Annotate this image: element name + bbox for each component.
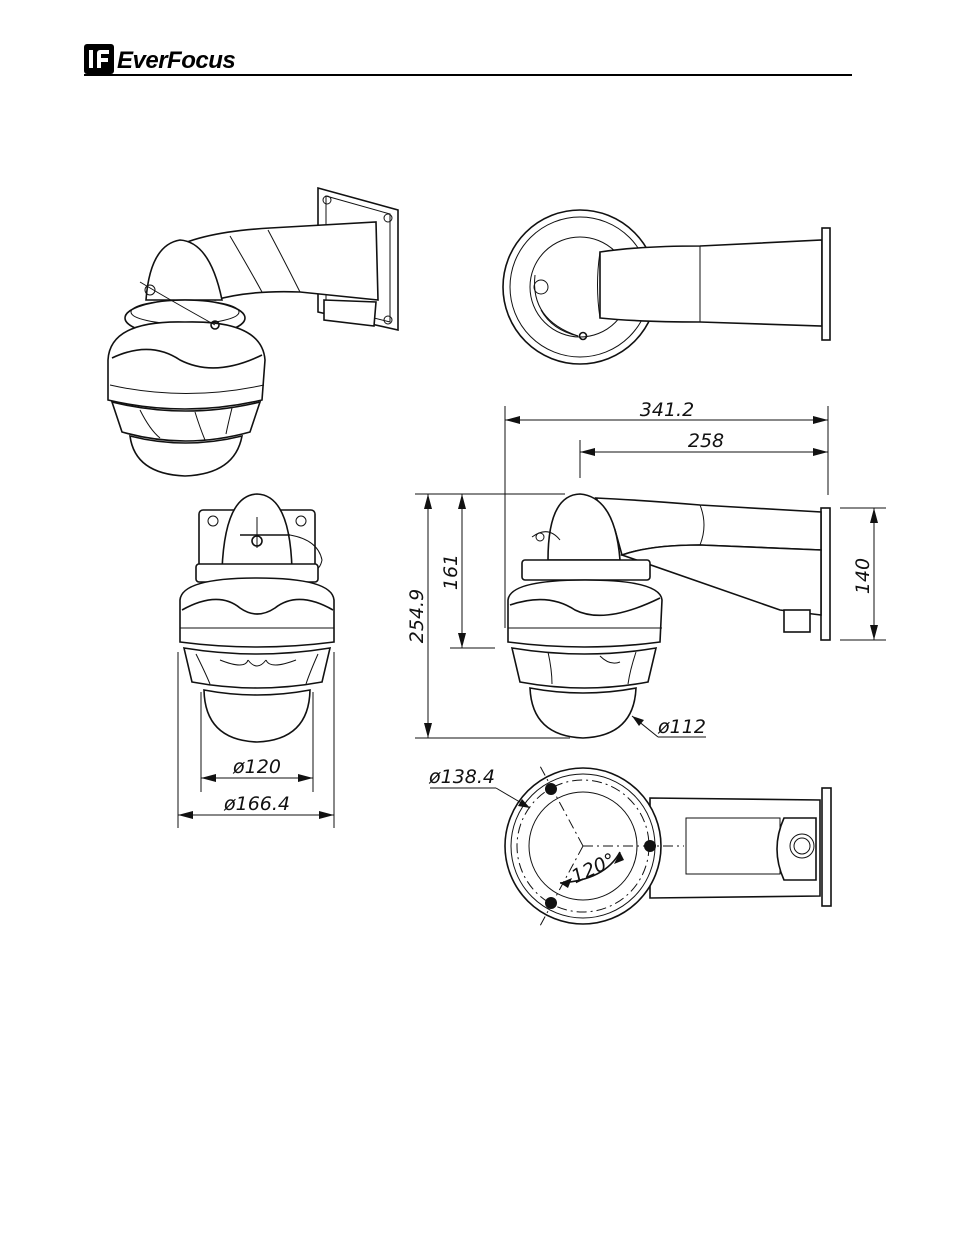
dim-camera-height: 161 <box>440 554 462 590</box>
dim-overall-height: 254.9 <box>406 589 428 643</box>
side-view <box>508 494 830 738</box>
dim-overall-length: 341.2 <box>640 399 694 421</box>
front-view <box>180 494 334 742</box>
dim-mount-diameter: ø138.4 <box>428 766 495 788</box>
perspective-view <box>108 188 398 476</box>
dim-dome-diameter: ø112 <box>657 716 706 738</box>
bottom-view <box>505 766 831 926</box>
dim-bracket-height: 140 <box>852 558 874 594</box>
dim-arm-length: 258 <box>688 430 724 452</box>
top-view <box>503 210 830 364</box>
dim-housing-diameter: ø166.4 <box>223 793 290 815</box>
dim-lower-diameter: ø120 <box>232 756 281 778</box>
